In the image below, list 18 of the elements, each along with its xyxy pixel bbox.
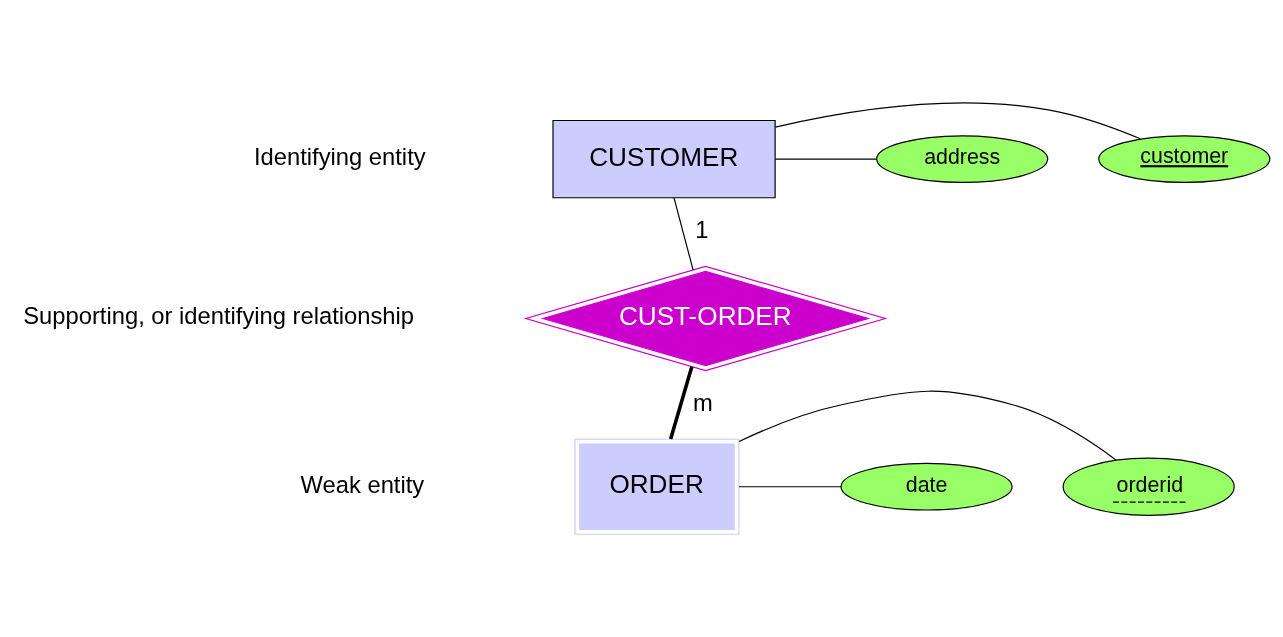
connector: [738, 486, 842, 488]
node-box: ORDER: [574, 438, 740, 535]
node-diamond: CUST-ORDER: [523, 265, 888, 372]
connector: [774, 158, 877, 160]
node-box: CUSTOMER: [552, 119, 776, 199]
connector: [673, 197, 694, 271]
connector: [774, 102, 1141, 140]
node-ellipse: orderid: [1062, 457, 1235, 516]
connector: [738, 390, 1117, 461]
connector: [668, 366, 694, 440]
label: Supporting, or identifying relationship: [23, 302, 415, 330]
edge-label: m: [693, 388, 713, 416]
node-ellipse: date: [840, 462, 1013, 511]
label: Identifying entity: [253, 143, 426, 171]
edge-label: 1: [695, 216, 709, 244]
label: Weak entity: [300, 470, 425, 498]
node-ellipse: address: [876, 135, 1049, 183]
node-ellipse: customer: [1098, 135, 1271, 183]
